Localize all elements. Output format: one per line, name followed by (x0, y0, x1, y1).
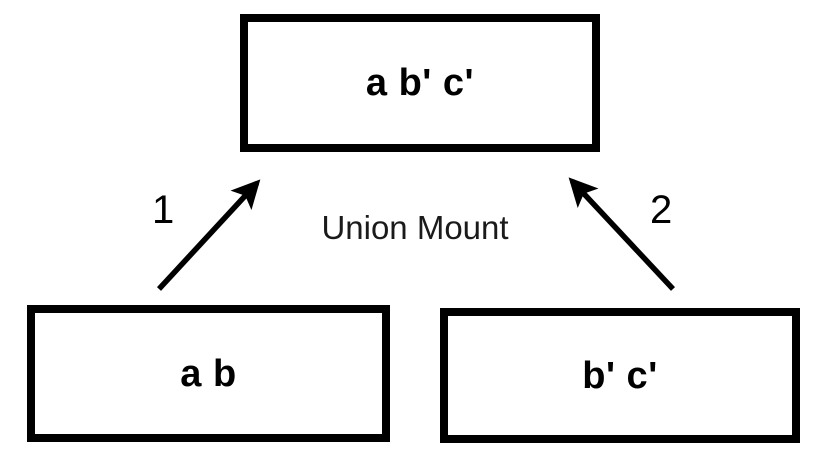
node-box-merged-view: a b' c' (240, 14, 600, 152)
node-label-merged-view: a b' c' (365, 62, 475, 104)
node-box-upper-layer: b' c' (440, 308, 800, 443)
node-label-upper-layer: b' c' (582, 354, 658, 397)
node-label-lower-layer: a b (180, 352, 237, 395)
edge-label-2: 2 (650, 188, 673, 232)
diagram-caption: Union Mount (321, 209, 509, 246)
node-box-lower-layer: a b (27, 305, 390, 442)
edge-label-1: 1 (152, 188, 175, 232)
